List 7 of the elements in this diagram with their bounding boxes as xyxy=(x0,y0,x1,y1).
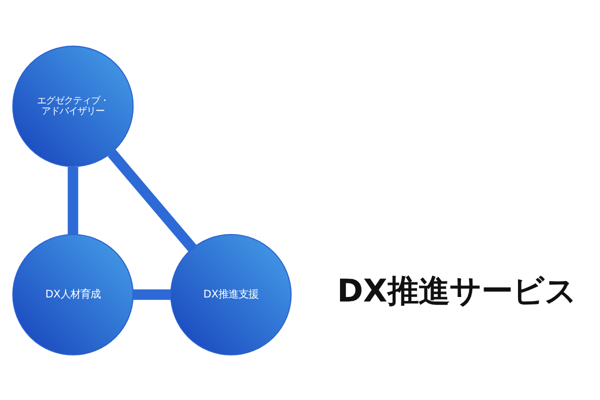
node-circle: DX人材育成 xyxy=(12,233,134,355)
connector xyxy=(68,166,78,234)
node-text: DX推進サービス xyxy=(337,272,576,309)
node-circle: エグゼクティブ・アドバイザリー xyxy=(12,45,134,167)
connector xyxy=(133,288,171,300)
node-circle: DX推進支援 xyxy=(170,233,292,355)
connector xyxy=(108,149,196,252)
